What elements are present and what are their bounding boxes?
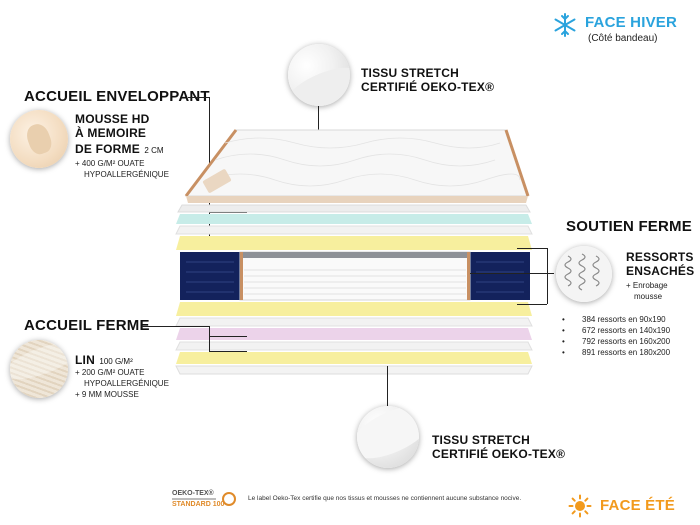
bottom-fabric-swatch <box>357 406 419 468</box>
border-piping-left <box>240 252 243 300</box>
bottom-fabric-line2: CERTIFIÉ OEKO-TEX® <box>432 447 566 461</box>
springs-detail2: mousse <box>634 292 663 301</box>
foam-line1: MOUSSE HD <box>75 112 150 126</box>
springs-line2: ENSACHÉS <box>626 264 695 278</box>
top-fabric-swatch <box>288 44 350 106</box>
foam-size: 2 CM <box>144 146 164 155</box>
quilting-pattern <box>204 137 521 187</box>
lin-weight: 100 G/M² <box>99 357 133 366</box>
ferme-detail3: + 9 MM MOUSSE <box>75 390 139 399</box>
ferme-connector-h <box>142 326 209 327</box>
spring-unit-top-band <box>240 252 470 258</box>
face-hiver-subtitle: (Côté bandeau) <box>588 33 658 44</box>
mattress-top-piping <box>184 129 530 197</box>
pocket-springs-swatch <box>556 246 612 302</box>
face-ete-title: FACE ÉTÉ <box>600 497 675 514</box>
oeko-logo-line1: OEKO-TEX® <box>172 490 214 497</box>
soutien-connector-tick1 <box>517 248 547 249</box>
layer-mint <box>176 214 532 224</box>
spring-count-item: 891 ressorts en 180x200 <box>562 347 670 358</box>
layer-yellow-top <box>176 236 532 250</box>
soutien-connector-v <box>547 248 548 304</box>
lin-row: LIN 100 G/M² <box>75 351 133 369</box>
layer-bottom-panel <box>175 365 533 375</box>
spring-count-list: 384 ressorts en 90x190 672 ressorts en 1… <box>562 314 670 358</box>
spring-unit-border-right <box>470 252 530 300</box>
layer-yellow-bottom <box>176 302 532 316</box>
top-fabric-line2: CERTIFIÉ OEKO-TEX® <box>361 80 495 94</box>
enveloppant-detail2: HYPOALLERGÉNIQUE <box>84 170 169 179</box>
ferme-detail2: HYPOALLERGÉNIQUE <box>84 379 169 388</box>
spring-count-item: 672 ressorts en 140x190 <box>562 325 670 336</box>
spring-count-item: 384 ressorts en 90x190 <box>562 314 670 325</box>
layer-white-4 <box>175 341 533 351</box>
soutien-connector-tick3 <box>517 304 547 305</box>
memory-foam-swatch <box>10 110 68 168</box>
soutien-ferme-title: SOUTIEN FERME <box>566 218 692 235</box>
top-fabric-line1: TISSU STRETCH <box>361 66 459 80</box>
mattress-tag <box>202 169 232 193</box>
layer-white-2 <box>175 225 533 235</box>
springs-detail1: + Enrobage <box>626 281 668 290</box>
bottom-fabric-line1: TISSU STRETCH <box>432 433 530 447</box>
foam-line3-row: DE FORME 2 CM <box>75 140 164 158</box>
border-piping-right <box>467 252 470 300</box>
spring-count-item: 792 ressorts en 160x200 <box>562 336 670 347</box>
foam-line3: DE FORME <box>75 142 140 156</box>
footer-note: Le label Oeko-Tex certifie que nos tissu… <box>248 495 522 502</box>
soutien-connector-h <box>547 273 554 274</box>
oeko-logo-badge-icon <box>222 492 236 506</box>
lin-label: LIN <box>75 353 95 367</box>
ferme-detail1: + 200 G/M² OUATE <box>75 368 145 377</box>
ferme-connector-tick2 <box>209 351 247 352</box>
enveloppant-detail1: + 400 G/M² OUATE <box>75 159 145 168</box>
layer-yellow-base <box>176 352 532 364</box>
linen-swatch <box>10 340 68 398</box>
snowflake-icon <box>552 12 578 38</box>
foam-line2: À MEMOIRE <box>75 126 147 140</box>
layer-white-1 <box>177 204 531 213</box>
navy-quilting <box>186 261 524 293</box>
oeko-logo-line2: STANDARD 100 <box>172 501 225 508</box>
accueil-enveloppant-title: ACCUEIL ENVELOPPANT <box>24 88 210 105</box>
accueil-ferme-title: ACCUEIL FERME <box>24 317 150 334</box>
springs-line1: RESSORTS <box>626 250 694 264</box>
bottom-fabric-connector <box>387 366 388 406</box>
layer-white-3 <box>175 317 533 327</box>
soutien-connector-tick2 <box>470 273 547 274</box>
enveloppant-connector-h <box>188 97 209 98</box>
spring-coils <box>244 269 466 295</box>
ferme-connector-tick1 <box>209 336 247 337</box>
sun-icon <box>568 494 592 518</box>
face-hiver-title: FACE HIVER <box>585 14 678 31</box>
ferme-connector-v <box>209 326 210 352</box>
layer-pink <box>176 328 532 340</box>
spring-unit-border-left <box>180 252 240 300</box>
oeko-tex-logo: OEKO-TEX® STANDARD 100 <box>170 490 240 512</box>
